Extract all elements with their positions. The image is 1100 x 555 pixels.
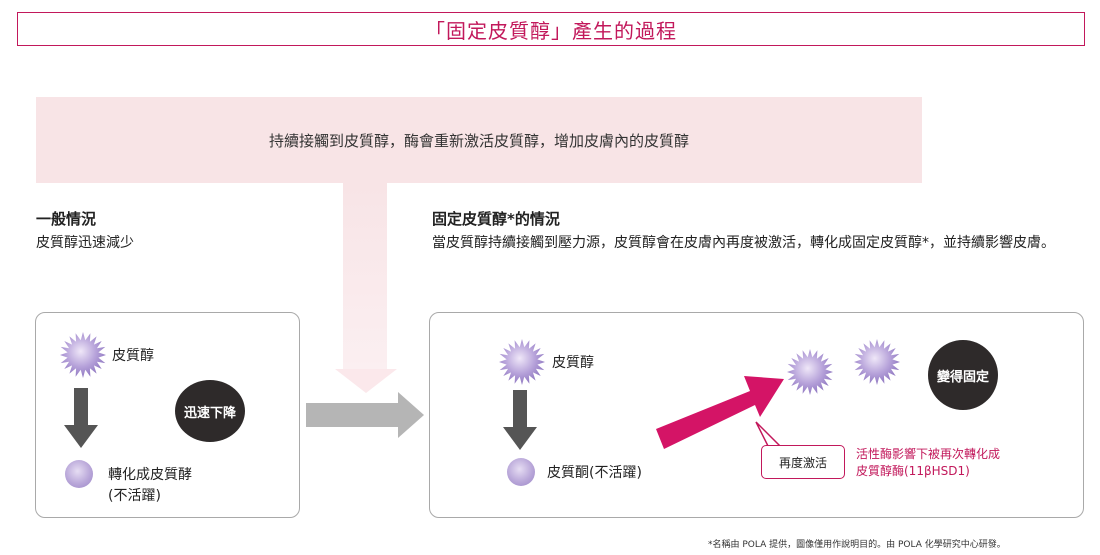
rapid-decline-badge: 迅速下降 [175, 380, 245, 442]
cortisone-icon-right [507, 458, 535, 486]
cortisone-inactive-label: 皮質酮(不活躍) [547, 465, 642, 481]
fixed-case-heading: 固定皮質醇*的情況 [432, 210, 560, 228]
reactivation-arrow [656, 376, 784, 449]
inactive-label: (不活躍) [108, 488, 161, 504]
cortisol-icon [60, 332, 106, 378]
reactivate-callout: 再度激活 [761, 445, 845, 479]
becomes-fixed-text: 變得固定 [936, 369, 989, 385]
normal-case-heading: 一般情況 [36, 210, 97, 228]
becomes-fixed-badge: 變得固定 [928, 340, 998, 410]
converted-label: 轉化成皮質酵 [108, 467, 192, 483]
down-arrow-left [64, 388, 98, 448]
footnote: *名稱由 POLA 提供，圖像僅用作說明目的。由 POLA 化學研究中心研發。 [708, 540, 1006, 550]
rapid-decline-text: 迅速下降 [183, 405, 236, 421]
transition-arrow [306, 392, 424, 438]
fixed-cortisol-icon [854, 339, 900, 385]
down-arrow-right [503, 390, 537, 450]
page-title-text: 「固定皮質醇」產生的過程 [425, 18, 677, 43]
cortisol-label: 皮質醇 [112, 348, 154, 364]
banner-text: 持續接觸到皮質醇，酶會重新激活皮質醇，增加皮膚內的皮質醇 [268, 131, 689, 150]
page-title: 「固定皮質醇」產生的過程 [17, 12, 1085, 46]
fixed-case-desc: 當皮質醇持續接觸到壓力源，皮質醇會在皮膚內再度被激活，轉化成固定皮質醇*，並持續… [432, 235, 1055, 251]
enzyme-note-line1: 活性酶影響下被再次轉化成 [856, 447, 1001, 461]
enzyme-note-line2: 皮質醇酶(11βHSD1) [856, 464, 970, 478]
banner-down-arrow [335, 183, 397, 393]
cortisol-label-right: 皮質醇 [552, 355, 594, 371]
cortisol-icon [499, 339, 545, 385]
top-banner: 持續接觸到皮質醇，酶會重新激活皮質醇，增加皮膚內的皮質醇 [36, 97, 922, 183]
enzyme-note: 活性酶影響下被再次轉化成 皮質醇酶(11βHSD1) [856, 446, 1000, 480]
normal-case-desc: 皮質醇迅速減少 [36, 235, 134, 251]
reactivated-cortisol-icon [787, 349, 833, 395]
reactivate-callout-text: 再度激活 [778, 455, 827, 470]
cortisone-icon [65, 460, 93, 488]
